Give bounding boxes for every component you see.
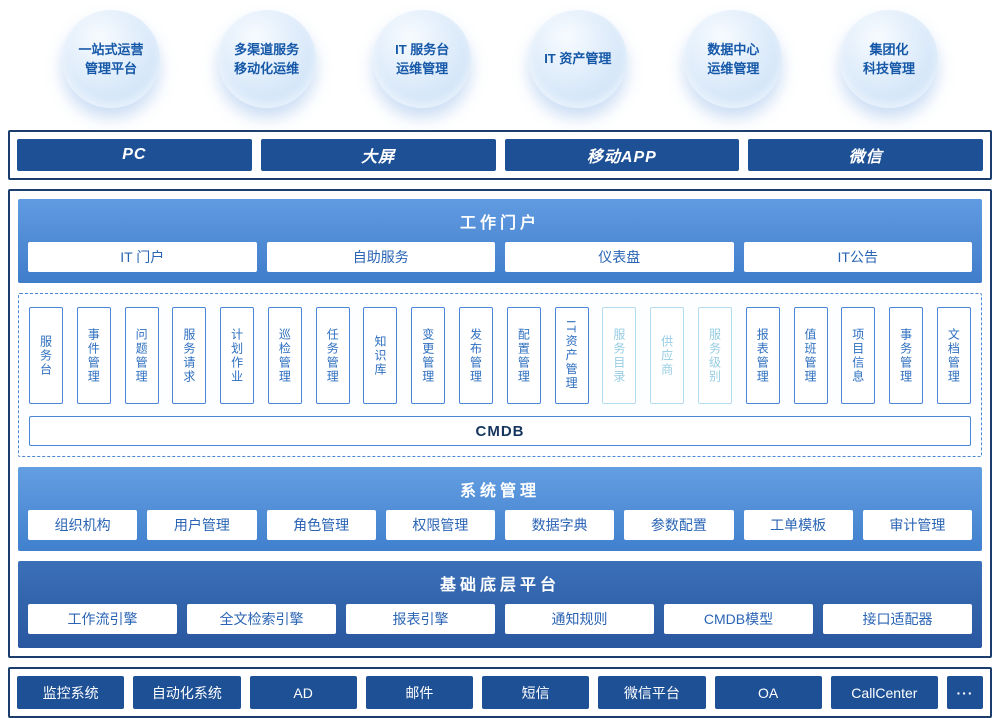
integration-sms: 短信 <box>482 676 590 709</box>
bubble-label-line1: 多渠道服务 <box>234 41 300 57</box>
integration-more-ellipsis: ··· <box>947 676 983 709</box>
module-document-mgmt: 文档管理 <box>936 307 971 404</box>
system-item-role-mgmt: 角色管理 <box>266 510 376 540</box>
bubble-label-line1: IT 资产管理 <box>544 51 612 67</box>
capability-bubble: IT 服务台 运维管理 <box>373 10 472 108</box>
cmdb-bar: CMDB <box>29 416 971 446</box>
portal-item-dashboard: 仪表盘 <box>505 242 734 272</box>
capability-bubbles-row: 一站式运营 管理平台 多渠道服务 移动化运维 IT 服务台 运维管理 IT 资产… <box>0 0 1000 120</box>
platform-item-report-engine: 报表引擎 <box>346 604 495 634</box>
platform-item-fulltext-search-engine: 全文检索引擎 <box>187 604 336 634</box>
platform-item-notification-rules: 通知规则 <box>505 604 654 634</box>
system-management-band: 系统管理 组织机构 用户管理 角色管理 权限管理 数据字典 参数配置 工单模板 … <box>18 467 982 551</box>
itsm-modules-area: 服务台 事件管理 问题管理 服务请求 计划作业 巡检管理 任务管理 知识库 变更… <box>18 293 982 457</box>
system-management-title: 系统管理 <box>459 483 540 500</box>
system-item-data-dictionary: 数据字典 <box>505 510 615 540</box>
system-item-permission-mgmt: 权限管理 <box>385 510 495 540</box>
module-planned-jobs: 计划作业 <box>220 307 255 404</box>
itsm-modules-row: 服务台 事件管理 问题管理 服务请求 计划作业 巡检管理 任务管理 知识库 变更… <box>29 307 971 404</box>
module-service-catalog: 服务目录 <box>602 307 637 404</box>
capability-bubble: 数据中心 运维管理 <box>684 10 783 108</box>
platform-architecture-box: 工作门户 IT 门户 自助服务 仪表盘 IT公告 服务台 事件管理 问题管理 服… <box>8 189 992 658</box>
module-it-asset-mgmt: IT资产管理 <box>554 307 589 404</box>
module-inspection-mgmt: 巡检管理 <box>267 307 302 404</box>
integration-oa: OA <box>714 676 822 709</box>
channel-pc: PC <box>17 139 252 171</box>
portal-item-self-service: 自助服务 <box>266 242 495 272</box>
module-task-mgmt: 任务管理 <box>315 307 350 404</box>
module-release-mgmt: 发布管理 <box>459 307 494 404</box>
channel-bar: PC 大屏 移动APP 微信 <box>8 130 992 180</box>
integration-monitoring-system: 监控系统 <box>17 676 125 709</box>
module-project-info: 项目信息 <box>841 307 876 404</box>
base-platform-items: 工作流引擎 全文检索引擎 报表引擎 通知规则 CMDB模型 接口适配器 <box>28 604 972 634</box>
module-problem-mgmt: 问题管理 <box>124 307 159 404</box>
module-change-mgmt: 变更管理 <box>411 307 446 404</box>
module-duty-mgmt: 值班管理 <box>793 307 828 404</box>
module-config-mgmt: 配置管理 <box>506 307 541 404</box>
integration-bar: 监控系统 自动化系统 AD 邮件 短信 微信平台 OA CallCenter ·… <box>8 667 992 718</box>
integration-email: 邮件 <box>365 676 473 709</box>
bubble-label-line1: 集团化 <box>869 41 909 57</box>
work-portal-title: 工作门户 <box>459 215 540 232</box>
module-service-request: 服务请求 <box>172 307 207 404</box>
module-knowledge-base: 知识库 <box>363 307 398 404</box>
capability-bubble: 集团化 科技管理 <box>839 10 938 108</box>
module-service-level: 服务级别 <box>697 307 732 404</box>
base-platform-title: 基础底层平台 <box>439 577 560 594</box>
channel-mobile-app: 移动APP <box>504 139 740 171</box>
work-portal-band: 工作门户 IT 门户 自助服务 仪表盘 IT公告 <box>18 199 982 283</box>
system-item-organization: 组织机构 <box>28 510 138 540</box>
bubble-label-line1: 数据中心 <box>707 41 760 57</box>
bubble-label-line1: IT 服务台 <box>395 41 450 57</box>
platform-item-cmdb-model: CMDB模型 <box>664 604 813 634</box>
portal-item-it-bulletin: IT公告 <box>743 242 972 272</box>
module-supplier: 供应商 <box>650 307 685 404</box>
bubble-label-line2: 移动化运维 <box>234 61 300 76</box>
channel-bigscreen: 大屏 <box>260 139 496 171</box>
integration-wechat-platform: 微信平台 <box>598 676 706 709</box>
channel-wechat: 微信 <box>748 139 983 171</box>
base-platform-band: 基础底层平台 工作流引擎 全文检索引擎 报表引擎 通知规则 CMDB模型 接口适… <box>18 561 982 648</box>
module-incident-mgmt: 事件管理 <box>76 307 111 404</box>
integration-automation-system: 自动化系统 <box>133 676 241 709</box>
system-item-user-mgmt: 用户管理 <box>147 510 257 540</box>
integration-ad: AD <box>249 676 357 709</box>
module-affairs-mgmt: 事务管理 <box>889 307 924 404</box>
capability-bubble: 多渠道服务 移动化运维 <box>217 10 316 108</box>
capability-bubble: IT 资产管理 <box>528 10 627 108</box>
capability-bubble: 一站式运营 管理平台 <box>62 10 160 108</box>
module-report-mgmt: 报表管理 <box>745 307 780 404</box>
bubble-label-line2: 运维管理 <box>396 61 449 76</box>
integration-callcenter: CallCenter <box>830 676 938 709</box>
bubble-label-line1: 一站式运营 <box>78 41 144 57</box>
bubble-label-line2: 运维管理 <box>707 61 760 76</box>
bubble-label-line2: 管理平台 <box>84 61 137 76</box>
system-item-ticket-template: 工单模板 <box>743 510 853 540</box>
module-service-desk: 服务台 <box>29 307 63 404</box>
platform-item-interface-adapter: 接口适配器 <box>823 604 972 634</box>
system-item-parameter-config: 参数配置 <box>624 510 734 540</box>
work-portal-items: IT 门户 自助服务 仪表盘 IT公告 <box>28 242 972 272</box>
bubble-label-line2: 科技管理 <box>862 61 915 76</box>
system-management-items: 组织机构 用户管理 角色管理 权限管理 数据字典 参数配置 工单模板 审计管理 <box>28 510 972 540</box>
portal-item-it-portal: IT 门户 <box>28 242 257 272</box>
system-item-audit-mgmt: 审计管理 <box>862 510 972 540</box>
platform-item-workflow-engine: 工作流引擎 <box>28 604 177 634</box>
